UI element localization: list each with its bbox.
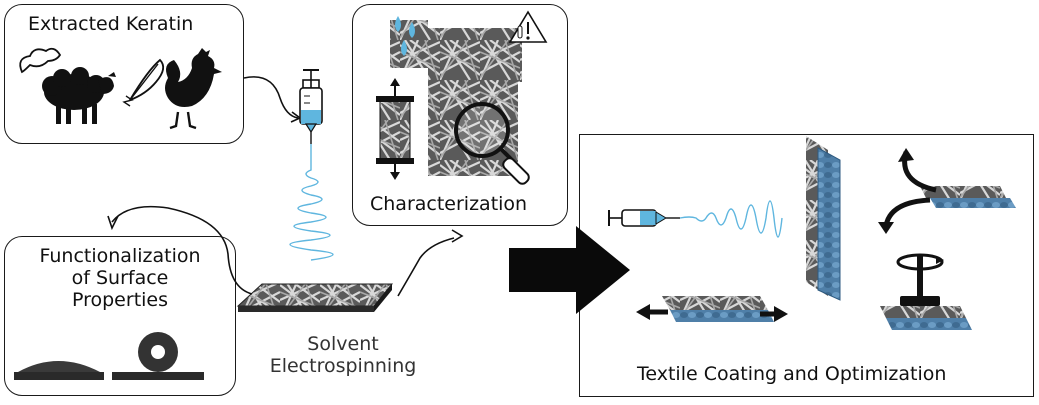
textile-coating-title: Textile Coating and Optimization bbox=[637, 363, 947, 385]
rooster-icon bbox=[122, 48, 222, 130]
fiber-mat bbox=[236, 283, 394, 312]
functionalization-title-line1: Functionalization bbox=[39, 245, 201, 267]
water-droplet-icon bbox=[395, 16, 415, 56]
magnifier-icon bbox=[454, 102, 530, 185]
tensile-test-icon bbox=[376, 78, 414, 180]
textile-syringe-icon bbox=[608, 209, 680, 227]
sem-images bbox=[379, 20, 522, 176]
solvent-electrospinning-label: Solvent Electrospinning bbox=[268, 333, 418, 378]
flow-arrow-keratin bbox=[243, 76, 299, 119]
syringe-icon bbox=[299, 69, 323, 144]
textile-jet bbox=[679, 200, 783, 238]
contact-angle-droplets bbox=[14, 332, 204, 380]
abrasion-sample bbox=[636, 296, 788, 322]
process-arrow-icon bbox=[509, 226, 630, 314]
flow-arrow-functionalization bbox=[111, 205, 253, 295]
rotation-icon bbox=[880, 253, 972, 330]
solvent-label-line2: Electrospinning bbox=[269, 354, 417, 377]
electrospinning-jet bbox=[289, 144, 334, 261]
thermometer-warning-icon bbox=[508, 10, 548, 43]
solvent-label-line1: Solvent bbox=[307, 333, 379, 355]
sheep-icon bbox=[19, 47, 116, 124]
tape-peel-sample bbox=[878, 148, 1016, 234]
flow-arrow-characterization bbox=[397, 237, 455, 297]
functionalization-title-line2: of Surface bbox=[71, 266, 169, 289]
vertical-collector bbox=[806, 136, 841, 301]
extracted-keratin-title: Extracted Keratin bbox=[28, 13, 194, 35]
functionalization-title: Functionalization of Surface Properties bbox=[10, 245, 230, 312]
functionalization-title-line3: Properties bbox=[71, 288, 169, 311]
characterization-title: Characterization bbox=[370, 193, 528, 215]
